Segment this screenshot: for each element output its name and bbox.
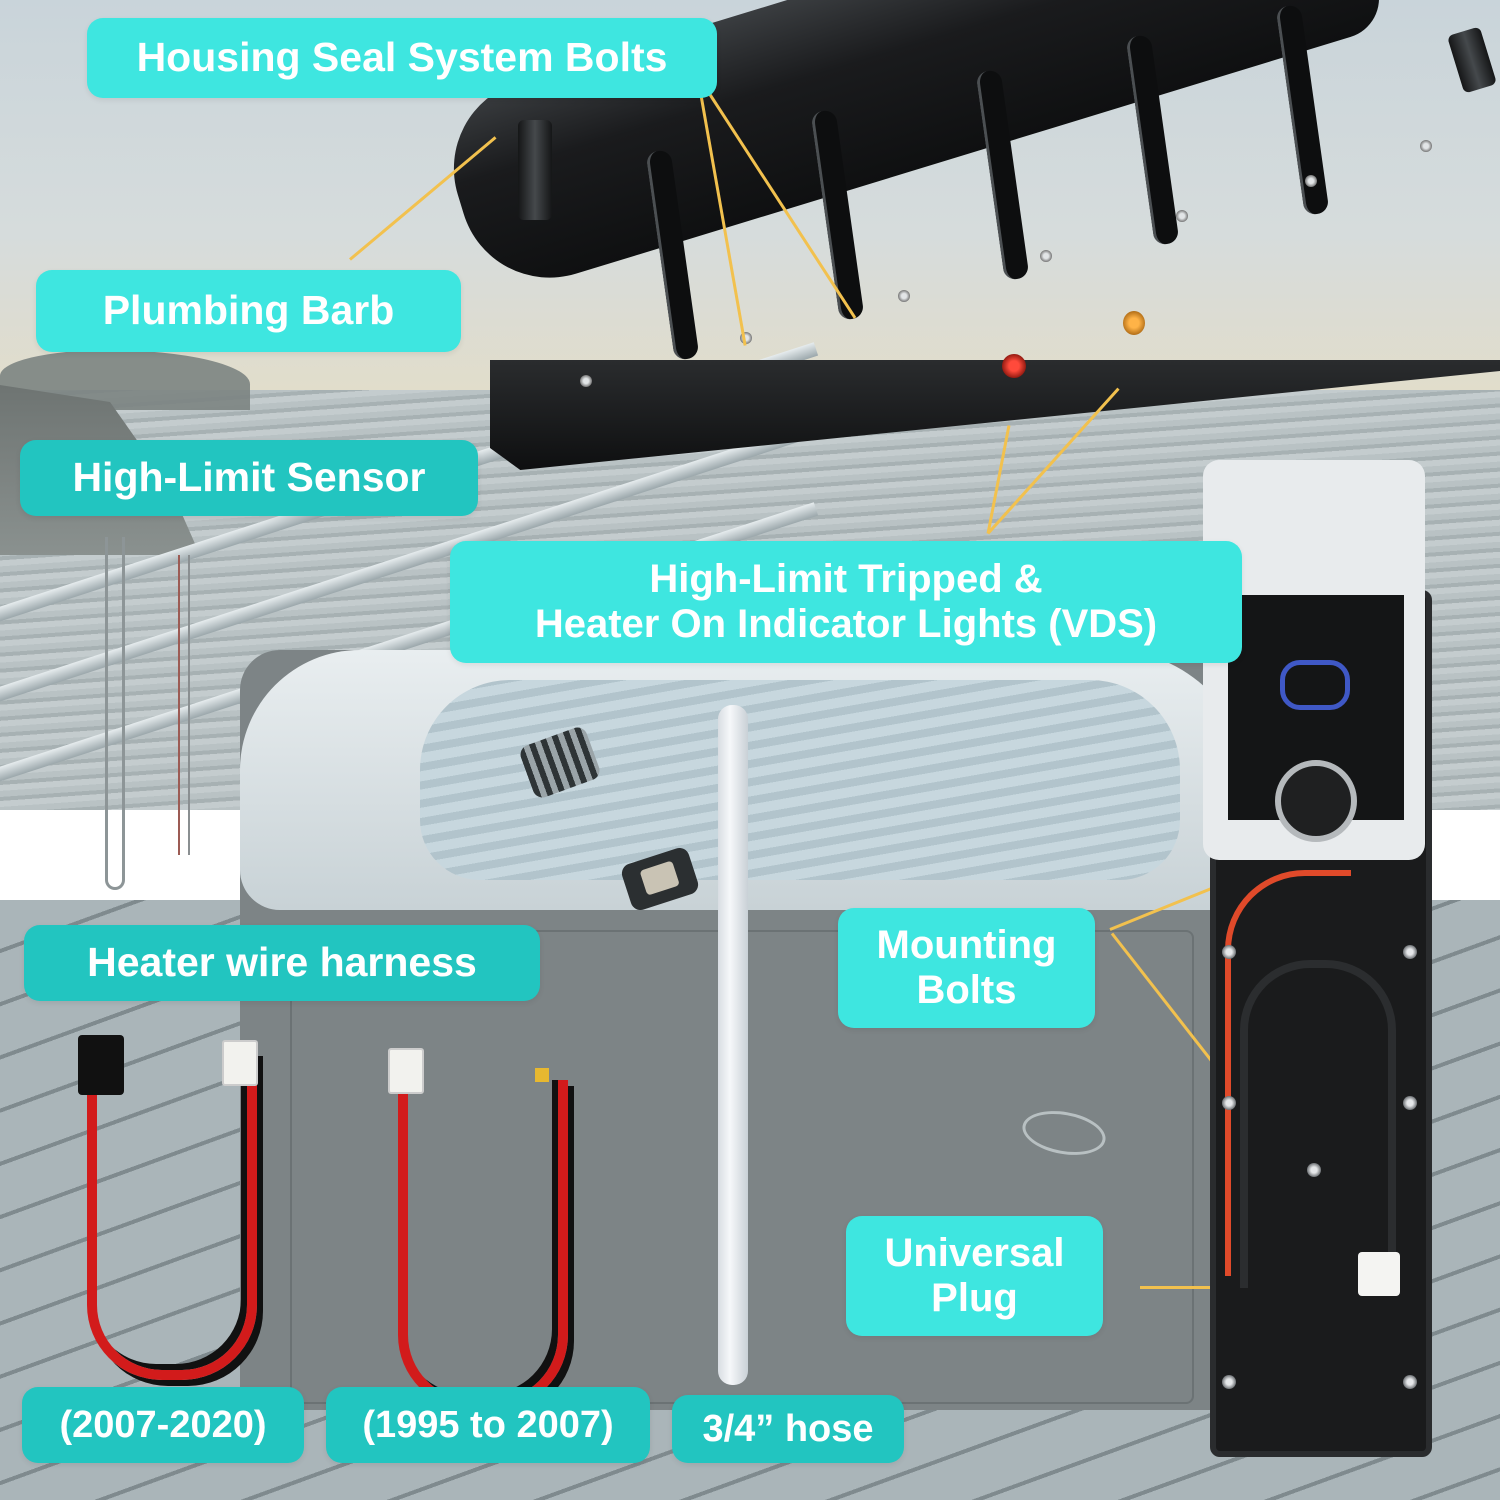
mounting-bolt-icon — [1403, 1096, 1417, 1110]
high-limit-sensor-wire — [178, 555, 190, 855]
thermostat-icon — [1275, 760, 1357, 842]
heater-on-led-icon — [1123, 311, 1145, 335]
white-connector-icon — [222, 1040, 258, 1086]
wire-tips-icon — [535, 1068, 549, 1082]
housing-bolt-icon — [1176, 210, 1188, 222]
plumbing-barb-icon — [518, 120, 552, 220]
black-connector-icon — [78, 1035, 124, 1095]
high-limit-sensor-probe — [105, 537, 125, 890]
label-mounting-bolts: Mounting Bolts — [838, 908, 1095, 1028]
high-limit-led-icon — [1002, 354, 1026, 378]
heater-mounting-rail — [490, 360, 1500, 470]
mounting-bolt-icon — [1403, 945, 1417, 959]
heater-assembly — [431, 0, 1500, 510]
label-housing-seal-system-bolts: Housing Seal System Bolts — [87, 18, 717, 98]
housing-bolt-icon — [898, 290, 910, 302]
mounting-bolt-icon — [1307, 1163, 1321, 1177]
housing-bolt-icon — [1305, 175, 1317, 187]
wire-harness-2007-2020 — [87, 1050, 257, 1380]
mounting-bolt-icon — [1222, 1375, 1236, 1389]
label-harness-2007-2020: (2007-2020) — [22, 1387, 304, 1463]
universal-plug-icon — [1358, 1252, 1400, 1296]
mounting-bolt-icon — [1222, 945, 1236, 959]
red-cable — [1225, 870, 1351, 1276]
plumbing-barb-icon — [1446, 26, 1498, 94]
label-hose-size: 3/4” hose — [672, 1395, 904, 1463]
label-high-limit-sensor: High-Limit Sensor — [20, 440, 478, 516]
housing-bolt-icon — [1420, 140, 1432, 152]
housing-bolt-icon — [580, 375, 592, 387]
black-cable — [1240, 960, 1396, 1288]
label-plumbing-barb: Plumbing Barb — [36, 270, 461, 352]
label-heater-wire-harness: Heater wire harness — [24, 925, 540, 1001]
white-connector-icon — [388, 1048, 424, 1094]
mounting-bolt-icon — [1222, 1096, 1236, 1110]
mounting-bolt-icon — [1403, 1375, 1417, 1389]
blue-wire — [1280, 660, 1350, 710]
label-universal-plug: Universal Plug — [846, 1216, 1103, 1336]
label-harness-1995-2007: (1995 to 2007) — [326, 1387, 650, 1463]
label-indicator-lights: High-Limit Tripped & Heater On Indicator… — [450, 541, 1242, 663]
wire-harness-1995-2007 — [398, 1080, 568, 1410]
housing-bolt-icon — [1040, 250, 1052, 262]
hose-tube — [718, 705, 748, 1385]
